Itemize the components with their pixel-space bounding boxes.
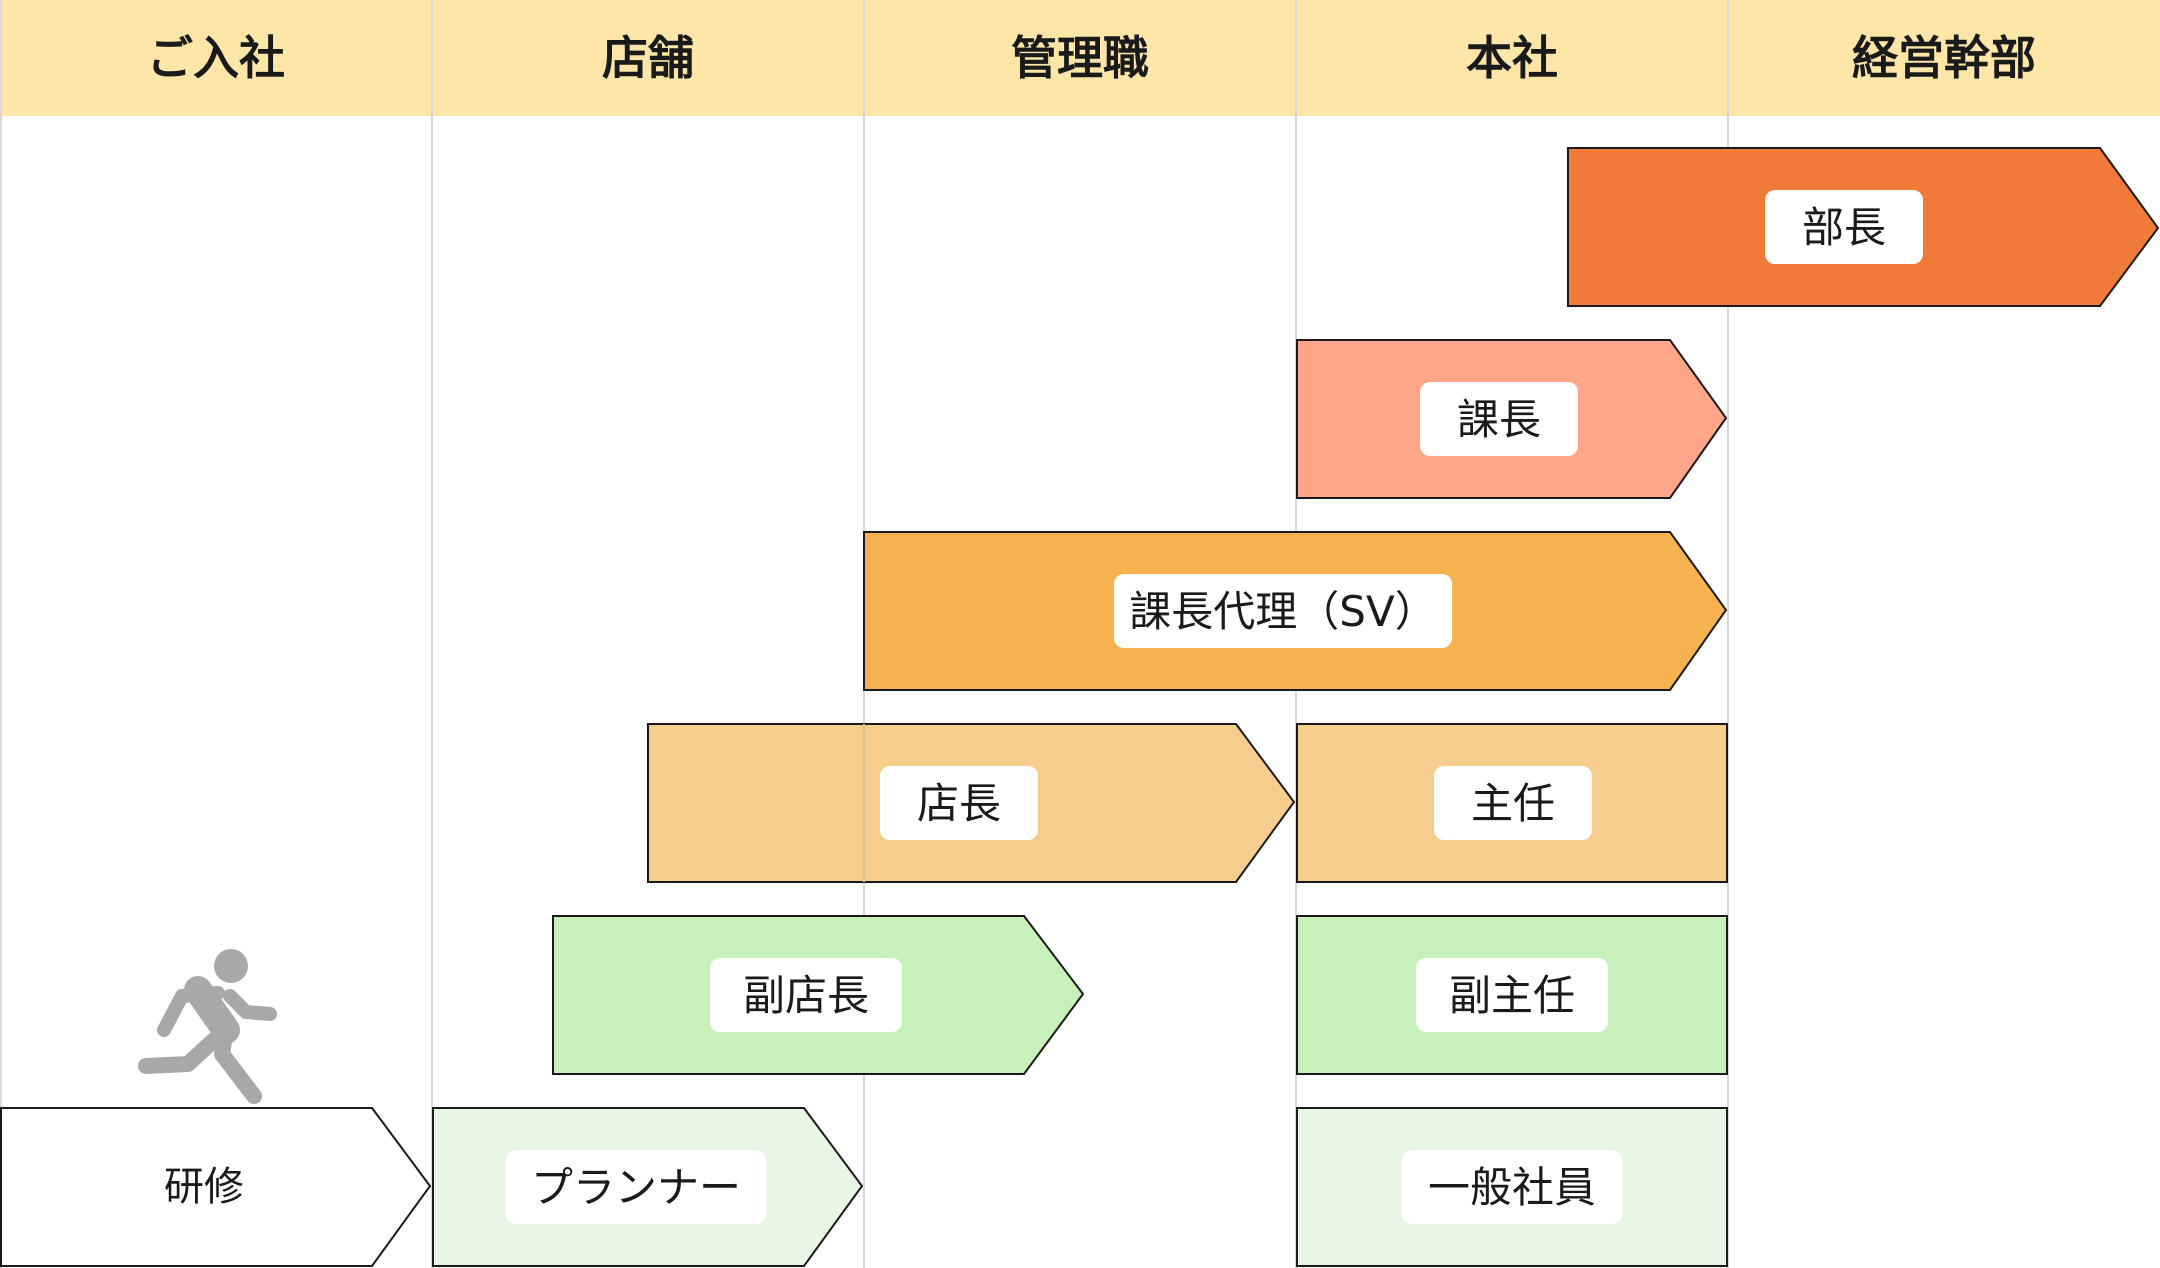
label-chip-kacho (1420, 382, 1578, 456)
label-chip-tencho (880, 766, 1038, 840)
header-band (0, 0, 2160, 116)
role-label-fuku-tencho: 副店長 (743, 971, 869, 1020)
role-arrow-kenshu (0, 1107, 432, 1267)
label-chip-kacho-dairi (1114, 574, 1452, 648)
label-chip-ippan-shain (1402, 1150, 1622, 1224)
role-label-kacho: 課長 (1457, 395, 1541, 444)
column-header-honsha: 本社 (1466, 31, 1558, 85)
running-person-icon (138, 949, 277, 1104)
role-label-ippan-shain: 一般社員 (1428, 1163, 1596, 1212)
column-header-nyusha: ご入社 (147, 31, 285, 85)
column-header-tenpo: 店舗 (602, 31, 694, 85)
role-label-fuku-shunin: 副主任 (1449, 971, 1575, 1020)
column-header-keiei-kanbu: 経営幹部 (1852, 31, 2036, 85)
role-label-bucho: 部長 (1802, 203, 1886, 252)
label-chip-planner (506, 1150, 766, 1224)
role-label-planner: プランナー (531, 1163, 741, 1212)
label-chip-shunin (1434, 766, 1592, 840)
label-chip-fuku-shunin (1416, 958, 1608, 1032)
column-header-kanrishoku: 管理職 (1011, 31, 1149, 85)
label-chip-bucho (1765, 190, 1923, 264)
role-label-kenshu: 研修 (164, 1164, 244, 1210)
role-label-tencho: 店長 (917, 779, 1001, 828)
label-chip-fuku-tencho (710, 958, 902, 1032)
role-label-kacho-dairi: 課長代理（SV） (1129, 587, 1436, 636)
role-label-shunin: 主任 (1471, 779, 1555, 828)
